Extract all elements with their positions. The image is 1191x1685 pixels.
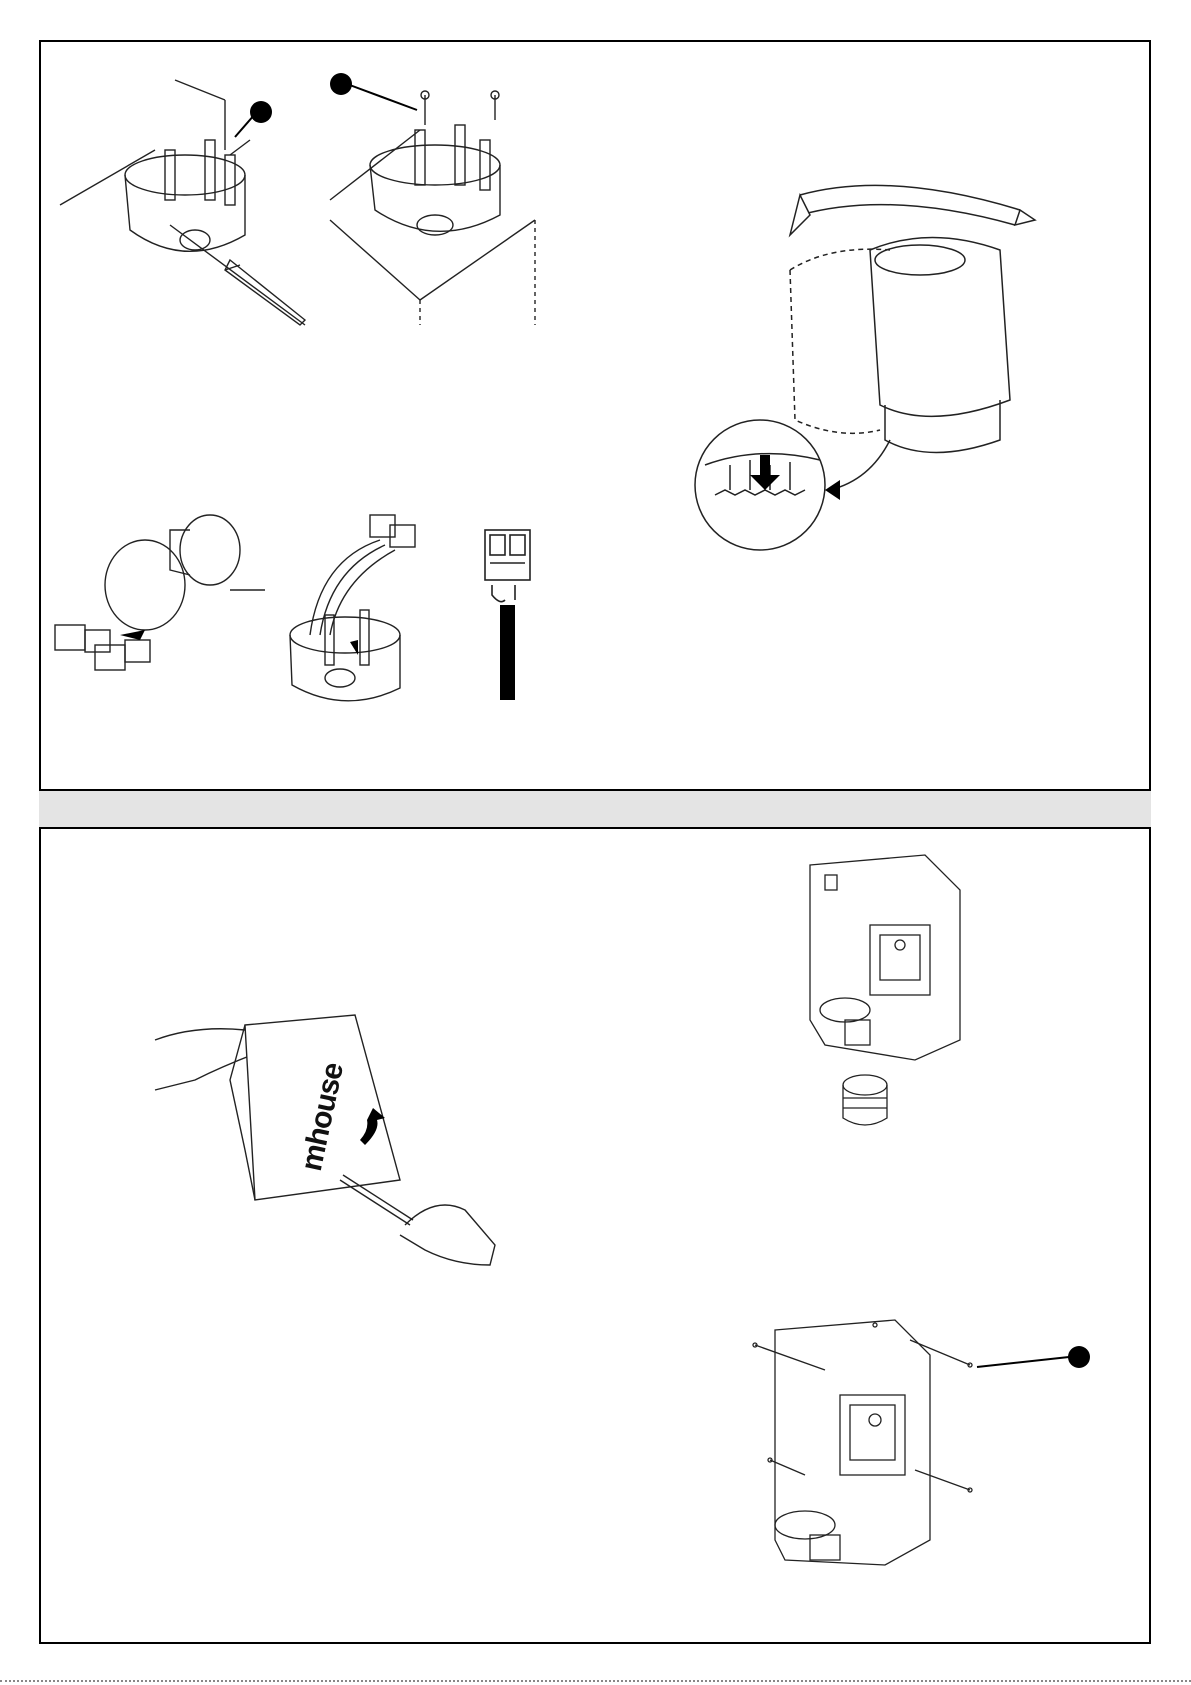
fig-base-screws (745, 1310, 985, 1575)
box-cable-entry-icon (280, 510, 430, 705)
fig-box-screwdriver (55, 80, 325, 330)
junction-box-wall-mount-icon (55, 80, 325, 330)
fig-box-cable (280, 510, 430, 705)
callout-2-leader (345, 80, 420, 115)
section-band (39, 789, 1151, 829)
base-cable-gland-icon (805, 860, 965, 1130)
cover-rotation-arrow-icon (700, 190, 1030, 560)
fig-base-gland (805, 860, 965, 1130)
cable-terminal-strip-icon (480, 525, 535, 700)
fig-lamp-connectors (50, 470, 265, 685)
callout-3 (1068, 1346, 1090, 1368)
callout-3-leader (975, 1355, 1071, 1371)
base-fixing-screws-icon (745, 1310, 985, 1575)
fig-rotate-cover (700, 190, 1030, 560)
fig-cable-strip (480, 525, 535, 700)
lamp-holder-connectors-icon (50, 470, 265, 685)
callout-1-leader (230, 112, 260, 142)
page-bottom-rule (0, 1680, 1191, 1682)
